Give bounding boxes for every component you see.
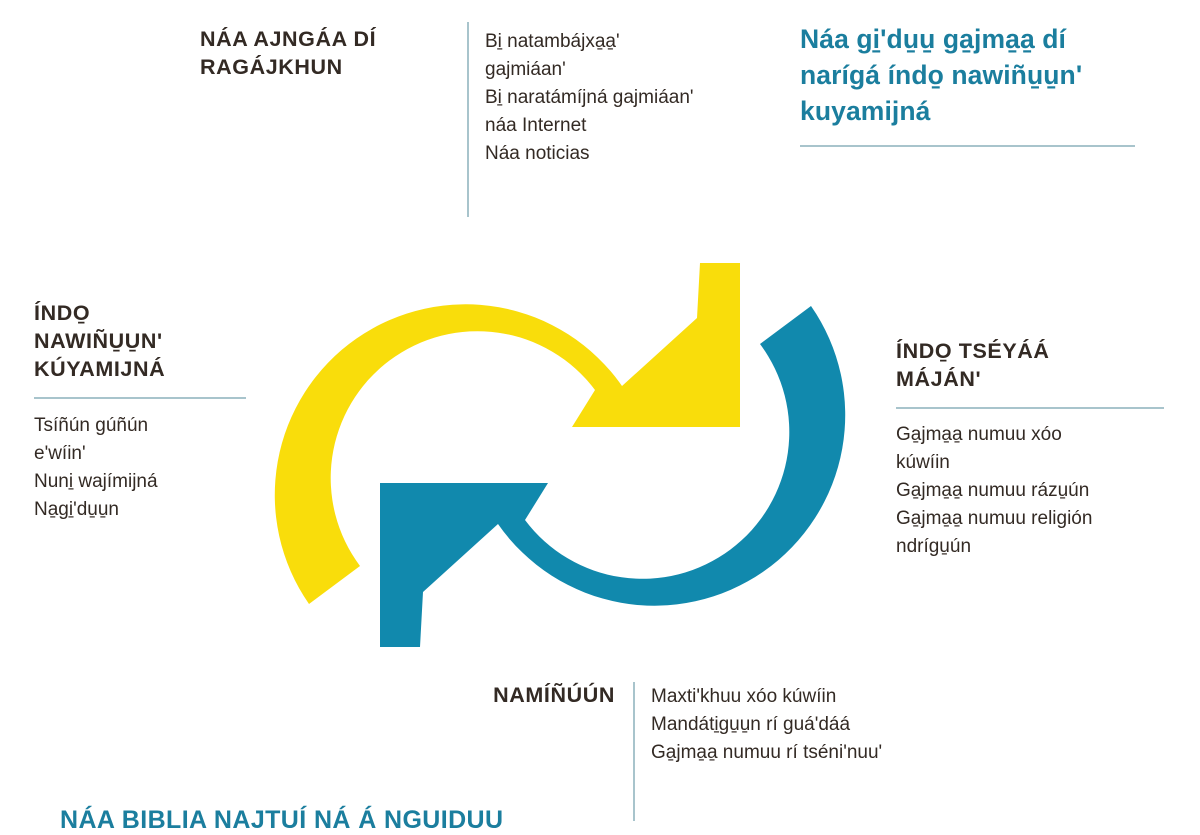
heading-underline (800, 145, 1135, 148)
main-heading: Náa gi̱'du̱u̱ ga̱jma̱a̱ dí narígá índo̱ … (800, 22, 1150, 129)
divider-bottom (633, 682, 635, 821)
list-item: Bi̱ natambájxa̱a̱' (485, 31, 620, 52)
block-top-left-list: Bi̱ natambájxa̱a̱' gajmiáan' Bi̱ naratám… (485, 28, 785, 168)
divider-top (467, 22, 469, 217)
left-title-line1: ÍNDO̱ (34, 301, 91, 325)
bottom-title: NAMÍÑÚÚN (493, 683, 615, 707)
list-item: Mandáti̱gu̱u̱n rí guá'dáá (651, 713, 851, 735)
list-item: Na̱gi̱'du̱u̱n (34, 498, 119, 520)
main-heading-line3: kuyamijná (800, 95, 931, 126)
list-item: Ga̱jma̱a̱ numuu xóo (896, 423, 1062, 445)
right-underline (896, 406, 1164, 409)
main-heading-line2: narígá índo̱ nawiñu̱u̱n' (800, 59, 1083, 90)
list-item: e'wíin' (34, 442, 86, 464)
top-left-title-line2: RAGÁJKHUN (200, 54, 343, 79)
top-left-title-line1: NÁA AJNGÁA DÍ (200, 27, 377, 51)
list-item: Maxti'khuu xóo kúwíin (651, 686, 837, 707)
yellow-arrow-icon (274, 263, 740, 604)
block-right: ÍNDO̱ TSÉYÁÁ MÁJÁN' Ga̱jma̱a̱ numuu xóo … (896, 338, 1186, 560)
list-item: Nuni̱ wajímijná (34, 470, 158, 492)
right-title-line1: ÍNDO̱ TSÉYÁÁ (896, 339, 1050, 363)
block-top-right-heading: Náa gi̱'du̱u̱ ga̱jma̱a̱ dí narígá índo̱ … (800, 22, 1150, 148)
list-item: ndrígu̱ún (896, 535, 972, 557)
left-title-line3: KÚYAMIJNÁ (34, 356, 166, 381)
list-item: Bi̱ naratámíjná gajmiáan' (485, 86, 694, 108)
main-heading-line1: Náa gi̱'du̱u̱ ga̱jma̱a̱ dí (800, 24, 1066, 54)
list-item: náa Internet (485, 114, 587, 136)
list-item: gajmiáan' (485, 58, 566, 80)
block-right-list: Ga̱jma̱a̱ numuu xóo kúwíin Ga̱jma̱a̱ num… (896, 421, 1186, 561)
list-item: Náa noticias (485, 142, 590, 164)
list-item: Ga̱jma̱a̱ numuu religión (896, 507, 1093, 529)
list-item: Tsíñún gúñún (34, 414, 149, 436)
right-title-line2: MÁJÁN' (896, 366, 982, 391)
blue-arrow-icon (380, 306, 846, 647)
list-item: Ga̱jma̱a̱ numuu rí tséni'nuu' (651, 741, 883, 763)
block-top-left-title: NÁA AJNGÁA DÍ RAGÁJKHUN (200, 26, 450, 82)
block-bottom-list: Maxti'khuu xóo kúwíin Mandáti̱gu̱u̱n rí … (651, 683, 1071, 767)
block-left-list: Tsíñún gúñún e'wíin' Nuni̱ wajímijná Na̱… (34, 412, 284, 524)
left-title-line2: NAWIÑU̱U̱N' (34, 328, 163, 353)
left-underline (34, 396, 246, 399)
block-left: ÍNDO̱ NAWIÑU̱U̱N' KÚYAMIJNÁ Tsíñún gúñún… (34, 300, 284, 524)
list-item: Ga̱jma̱a̱ numuu rázu̱ún (896, 479, 1090, 501)
block-bottom-title: NAMÍÑÚÚN (440, 682, 615, 710)
list-item: kúwíin (896, 451, 950, 473)
